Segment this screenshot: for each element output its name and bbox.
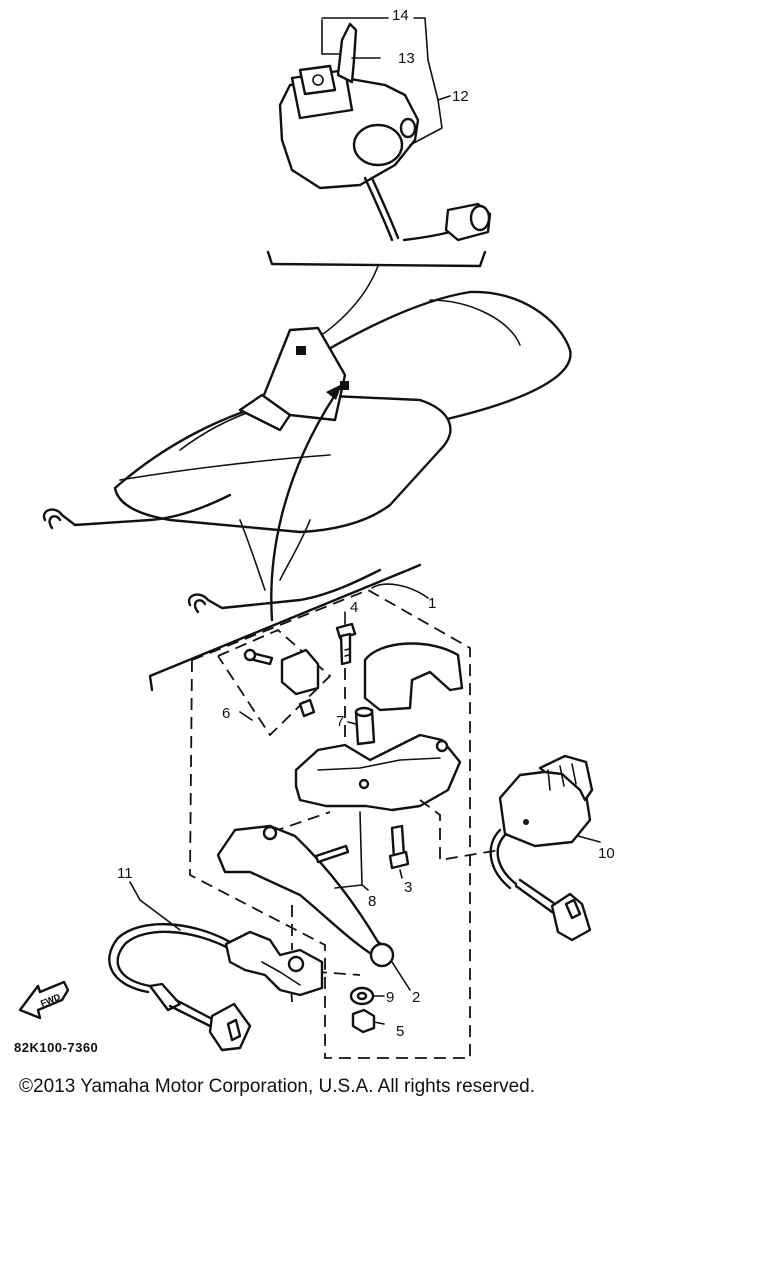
snowmobile-body [42,290,572,614]
callout-11: 11 [117,865,133,882]
callout-9: 9 [386,989,395,1006]
parts-diagram: FWD [18,17,601,1059]
switch-cable-part-11 [108,881,324,1052]
lever-assembly [189,583,501,1059]
top-bracket [266,250,487,268]
fwd-arrow-icon: FWD [18,980,70,1020]
module-part-10 [489,754,601,942]
copyright-notice: ©2013 Yamaha Motor Corporation, U.S.A. A… [19,1076,535,1097]
callout-7: 7 [336,713,345,730]
callout-8: 8 [368,893,377,910]
callout-5: 5 [396,1023,405,1040]
callout-13: 13 [398,50,415,67]
callout-12: 12 [452,88,469,105]
switch-housing-assembly [278,17,492,242]
middle-bracket [148,563,422,692]
callout-2: 2 [412,989,421,1006]
callout-1: 1 [428,595,437,612]
callout-14: 14 [392,7,409,24]
callout-4: 4 [350,599,359,616]
reference-code: 82K100-7360 [14,1040,99,1055]
callout-10: 10 [598,845,615,862]
callout-6: 6 [222,705,231,722]
callout-3: 3 [404,879,413,896]
